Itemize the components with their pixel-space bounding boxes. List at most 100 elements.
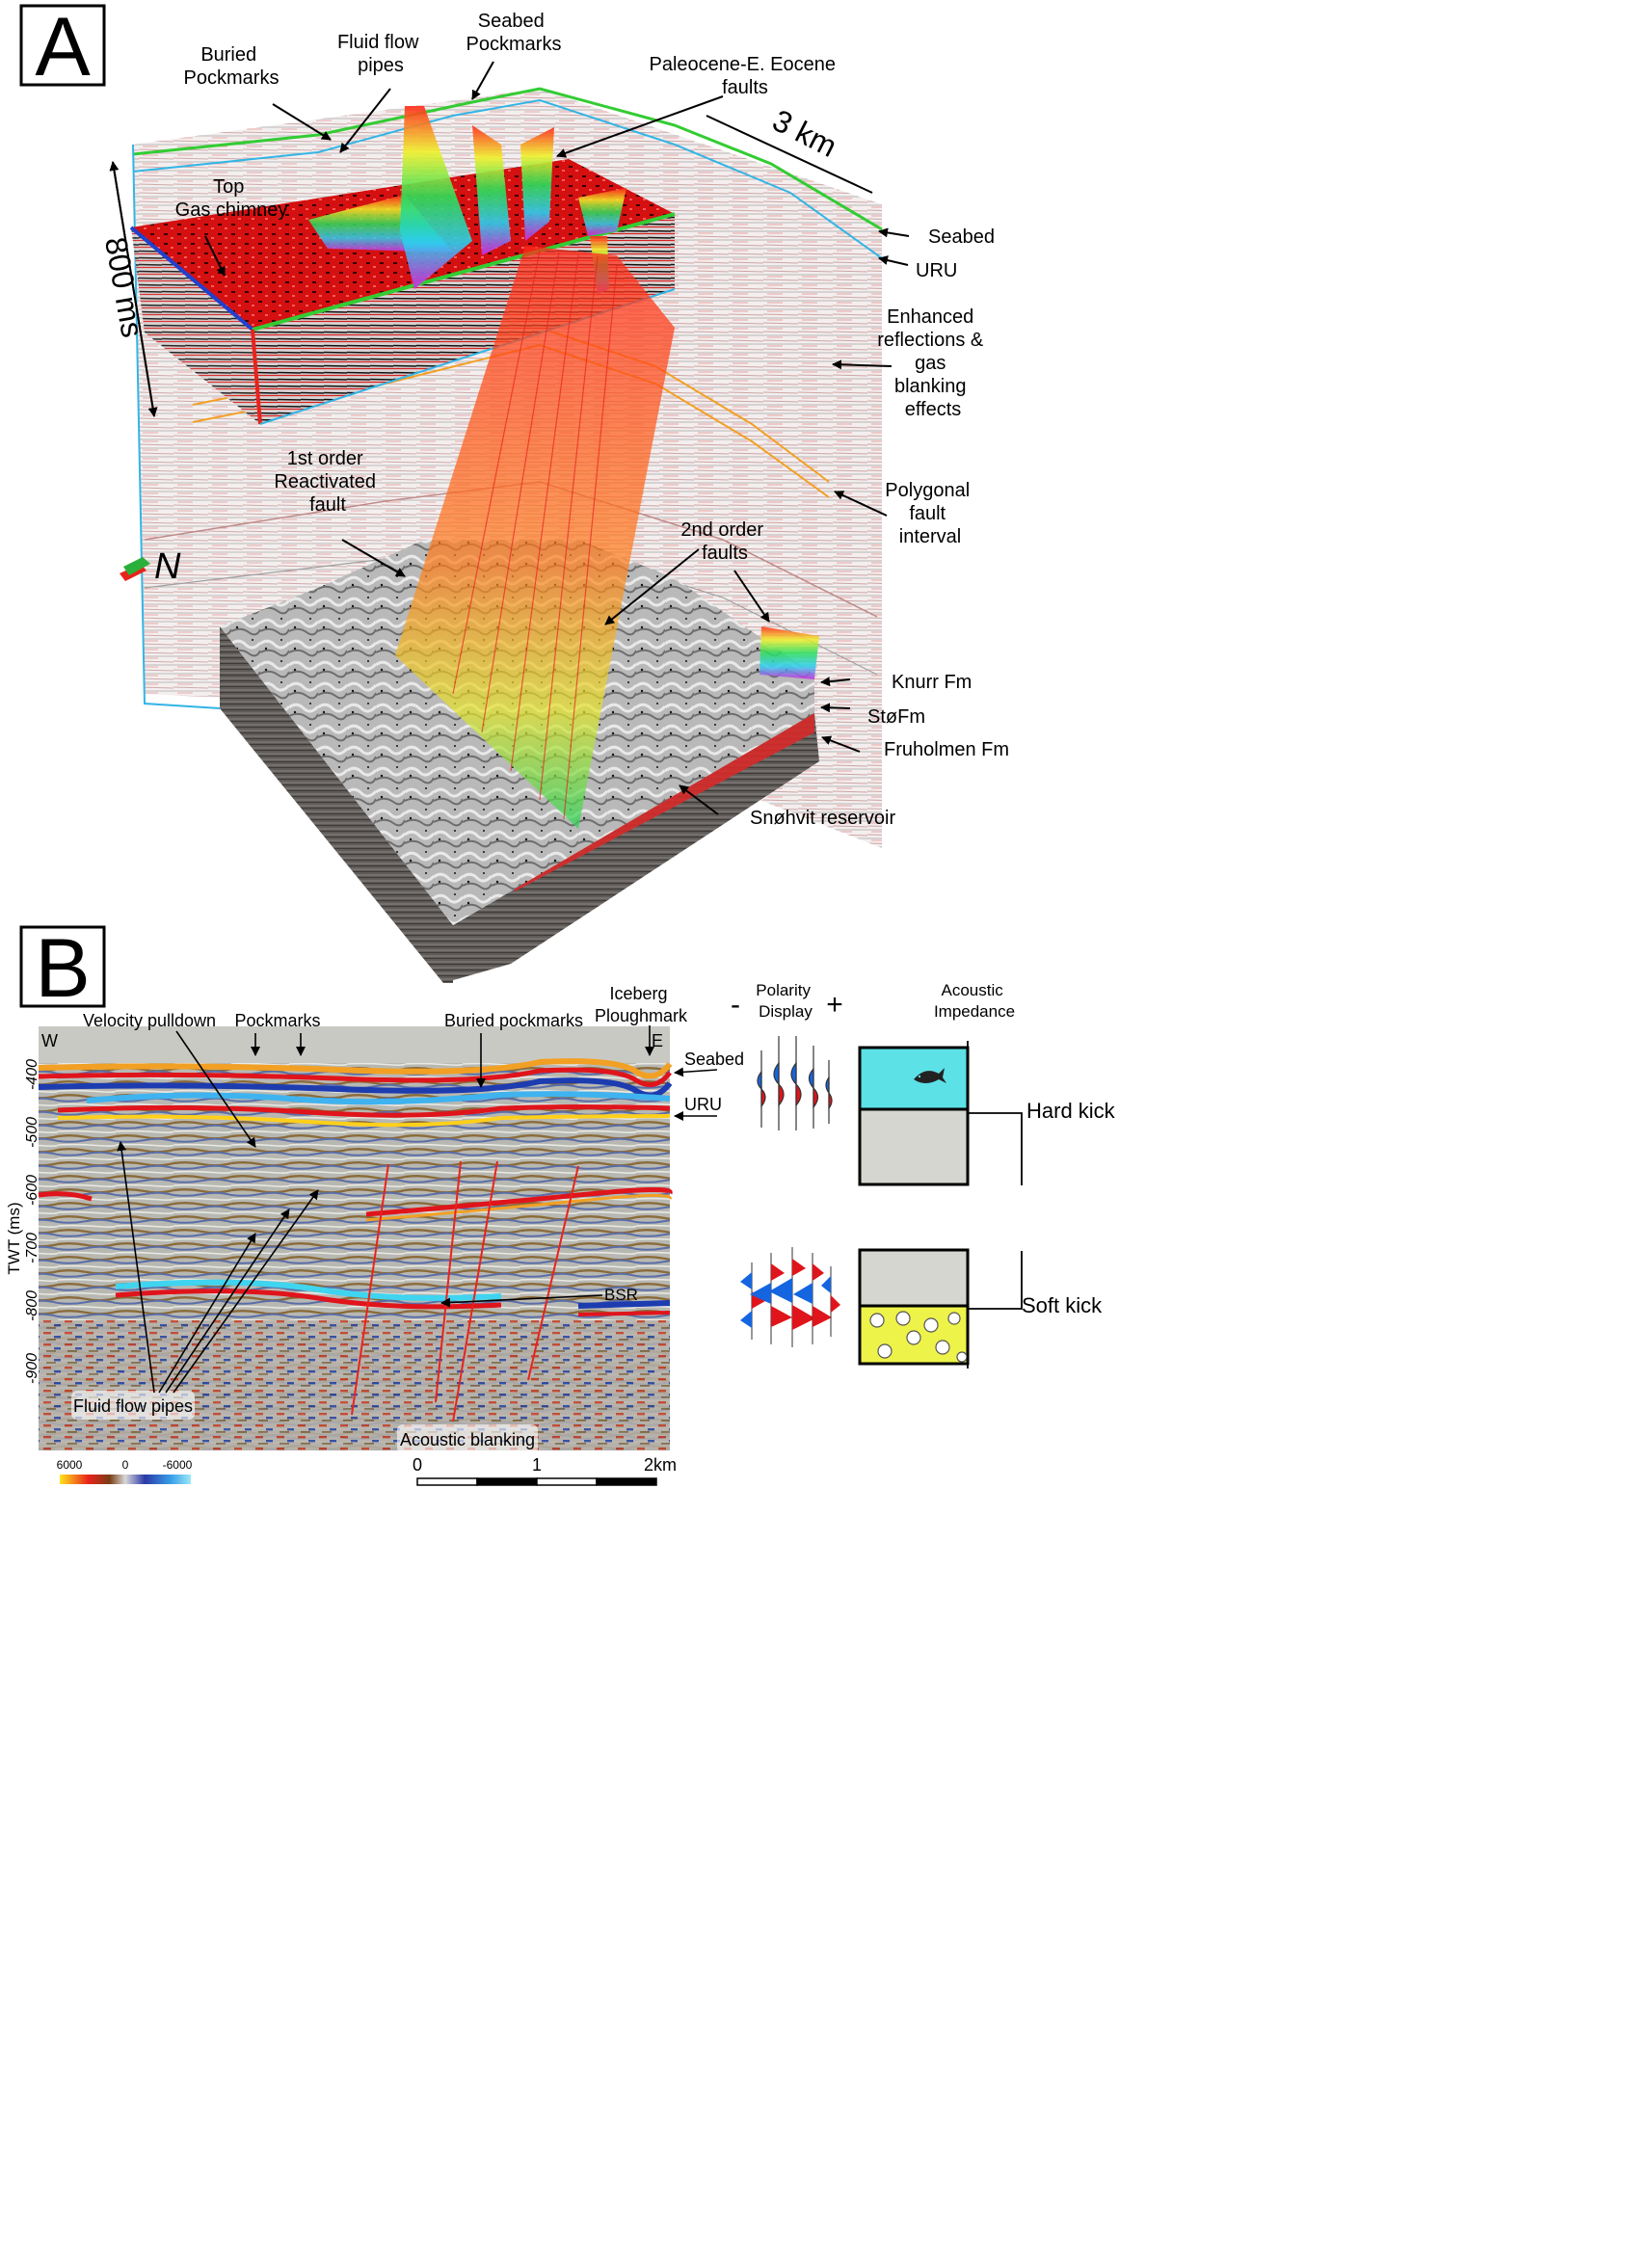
hard-kick-sediment-layer (858, 1107, 970, 1186)
hard-kick-water-layer (858, 1046, 970, 1111)
twt-tick: -700 (24, 1233, 40, 1263)
label-seabed-pockmarks: Seabed Pockmarks (466, 11, 562, 55)
label-sto-fm: StøFm (867, 706, 925, 728)
slab-edge-red (251, 329, 262, 425)
soft-kick-sediment-layer (858, 1248, 970, 1308)
label-fluid-flow-pipes-a: Fluid flow pipes (337, 32, 424, 76)
fault-fin-2 (400, 106, 472, 289)
colorbar-tick: -6000 (163, 1458, 193, 1472)
horizon-uru-cyan (132, 98, 883, 259)
line-3km (706, 115, 873, 194)
label-3km: 3 km (767, 102, 842, 164)
reflection-uru-cyan (86, 1091, 671, 1105)
label-velocity-pulldown: Velocity pulldown (83, 1011, 216, 1030)
twt-tick: -900 (24, 1353, 40, 1384)
panel-a-leaders (204, 61, 910, 815)
fault-fin-4 (520, 127, 554, 241)
label-hard-kick: Hard kick (1026, 1099, 1116, 1123)
fault-fin-5 (578, 188, 626, 236)
panel-b-letter: B (35, 922, 90, 1015)
north-label: N (154, 546, 181, 587)
label-pockmarks: Pockmarks (234, 1011, 320, 1030)
reflection-bsr-red (115, 1289, 502, 1310)
label-polygonal-fault: Polygonal fault interval (885, 480, 974, 547)
label-enhanced-reflections: Enhanced reflections & gas blanking effe… (877, 306, 989, 420)
label-uru-b: URU (684, 1095, 722, 1114)
reflection-seabed-orange (38, 1058, 673, 1079)
twt-tick: -500 (24, 1117, 40, 1148)
label-soft-kick: Soft kick (1022, 1293, 1103, 1317)
gas-bubbles-icon (869, 1311, 968, 1363)
label-seabed-a: Seabed (928, 226, 995, 248)
arrow-800ms-up (109, 161, 155, 417)
label-fruholmen-fm: Fruholmen Fm (884, 739, 1009, 760)
polarity-legend: - + Polarity Display Acoustic Impedance (731, 981, 1116, 1369)
reactivated-fault-striations (452, 250, 618, 820)
soft-kick-impedance-curve (967, 1251, 1023, 1369)
north-arrow-icon (120, 557, 150, 581)
soft-kick-wiggles (740, 1247, 840, 1347)
label-top-gas-chimney: Top Gas chimney (175, 176, 288, 221)
label-west: W (41, 1031, 58, 1050)
label-snohvit-reservoir: Snøhvit reservoir (750, 808, 895, 829)
acoustic-blanking-box (397, 1424, 538, 1453)
reflection-bsr-cyan (115, 1279, 502, 1301)
block-left-side (220, 626, 453, 983)
panel-b-letter-box (19, 925, 106, 1008)
fluid-flow-pipes-box (71, 1391, 195, 1420)
horizon-seabed-green (132, 87, 883, 231)
scale-tick: 0 (413, 1455, 422, 1475)
label-iceberg-ploughmark: Iceberg Ploughmark (595, 984, 688, 1025)
gas-chimney-slab-side (131, 227, 260, 424)
hard-kick-wiggles (757, 1036, 833, 1130)
reflection-bsr-right-red (577, 1311, 671, 1316)
panel-b-leaders (117, 1025, 718, 1394)
legend-acoustic-impedance: Acoustic Impedance (934, 981, 1015, 1021)
panel-a: A (19, 1, 1009, 983)
label-knurr-fm: Knurr Fm (892, 672, 972, 693)
legend-polarity-display: Polarity Display (756, 981, 814, 1021)
legend-minus: - (731, 989, 740, 1021)
slab-edge-blue (129, 226, 254, 332)
fault-fin-3 (472, 125, 511, 255)
label-buried-pockmarks-b: Buried pockmarks (444, 1011, 583, 1030)
hard-kick-impedance-curve (967, 1041, 1023, 1185)
panel-a-letter-box (19, 4, 106, 87)
section-faults (351, 1160, 579, 1422)
twt-tick: -600 (24, 1175, 40, 1206)
legend-plus: + (826, 989, 843, 1021)
colorbar-tick: 6000 (57, 1458, 83, 1472)
label-bsr: BSR (604, 1286, 638, 1304)
fish-icon (914, 1068, 946, 1083)
frame-cyan (132, 144, 221, 709)
reflection-uru-yellow (57, 1114, 671, 1128)
twt-tick: -400 (24, 1059, 40, 1090)
scale-tick: 1 (532, 1455, 542, 1475)
label-buried-pockmarks: Buried Pockmarks (184, 44, 280, 89)
block-right-side (443, 713, 819, 983)
colorbar-tick: 0 (122, 1458, 129, 1472)
reflection-bsr-right (577, 1300, 671, 1309)
scale-bar (416, 1477, 657, 1486)
twt-tick: -800 (24, 1290, 40, 1321)
panel-a-letter: A (35, 1, 91, 93)
scale-tick: 2km (644, 1455, 677, 1475)
seismic-deep-zone (39, 1320, 670, 1450)
label-uru-a: URU (916, 260, 957, 281)
label-first-order-fault: 1st order Reactivated fault (274, 448, 381, 516)
reflection-mid-orange (365, 1186, 673, 1217)
amplitude-colorbar (60, 1475, 191, 1484)
reflection-mid-yellow (365, 1193, 672, 1222)
reflection-left-red (38, 1191, 93, 1202)
twt-ticks: -400 -500 -600 -700 -800 -900 (24, 1059, 40, 1384)
label-acoustic-blanking: Acoustic blanking (400, 1430, 535, 1449)
panel-b: B W E Velocity pulldown Po (5, 922, 744, 1486)
twt-axis-label: TWT (ms) (5, 1202, 23, 1274)
reflection-seabed-blue (38, 1077, 673, 1099)
reservoir-red-band (511, 713, 814, 891)
reflection-uru-red (57, 1104, 671, 1118)
label-east: E (652, 1031, 663, 1050)
label-seabed-b: Seabed (684, 1050, 744, 1069)
label-paleocene-faults: Paleocene-E. Eocene faults (649, 54, 840, 98)
